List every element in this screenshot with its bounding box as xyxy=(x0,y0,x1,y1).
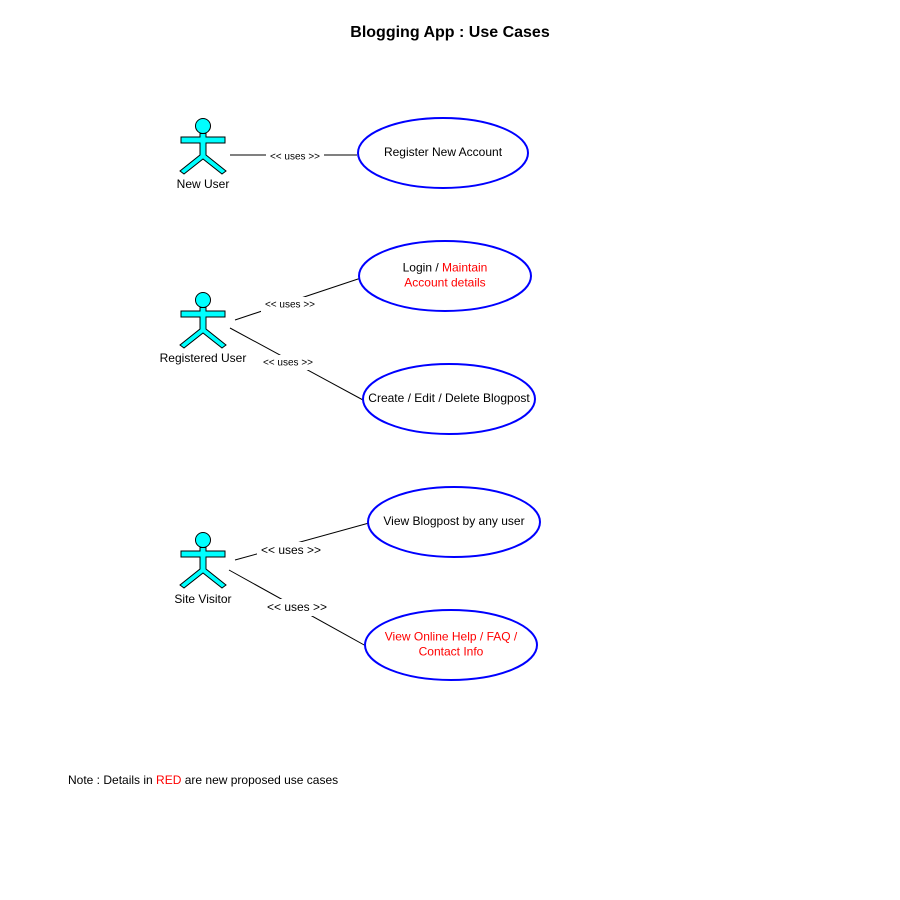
use-case-ellipse xyxy=(362,363,536,435)
actor-label: New User xyxy=(177,177,230,191)
note-prefix: Note : Details in xyxy=(68,773,157,787)
note-suffix: are new proposed use cases xyxy=(181,773,339,787)
diagram-title: Blogging App : Use Cases xyxy=(350,24,550,41)
use-case-ellipse xyxy=(367,486,541,558)
use-case-label: Create / Edit / Delete Blogpost xyxy=(368,391,530,405)
uses-label-background xyxy=(263,599,331,616)
existing-text: Login / xyxy=(403,261,442,275)
use-case-label: Account details xyxy=(404,276,485,290)
proposed-text: View Online Help / FAQ / xyxy=(385,630,518,644)
proposed-text: Maintain xyxy=(442,261,487,275)
actor-label: Site Visitor xyxy=(174,592,231,606)
actor-icon xyxy=(179,292,227,349)
uses-relation-label: << uses >> xyxy=(263,358,313,369)
use-case-ellipse xyxy=(358,240,532,312)
uses-relation-label: << uses >> xyxy=(267,600,327,614)
existing-text: View Blogpost by any user xyxy=(383,514,524,528)
uses-label-background xyxy=(261,297,319,312)
uses-relation-label: << uses >> xyxy=(265,300,315,311)
proposed-text: Account details xyxy=(404,276,485,290)
use-case-ellipse xyxy=(357,117,529,189)
proposed-text: Contact Info xyxy=(419,645,484,659)
uses-relation-label: << uses >> xyxy=(270,152,320,163)
actor-icon xyxy=(179,532,227,589)
uses-label-background xyxy=(266,149,324,164)
actor-icon xyxy=(179,118,227,175)
use-case-label: Register New Account xyxy=(384,145,503,159)
actor-label: Registered User xyxy=(160,351,247,365)
use-case-label: View Blogpost by any user xyxy=(383,514,524,528)
use-case-label: Login / Maintain xyxy=(403,261,488,275)
uses-relation-label: << uses >> xyxy=(261,543,321,557)
use-case-label: Contact Info xyxy=(419,645,484,659)
existing-text: Register New Account xyxy=(384,145,503,159)
use-case-ellipse xyxy=(364,609,538,681)
use-case-label: View Online Help / FAQ / xyxy=(385,630,518,644)
existing-text: Create / Edit / Delete Blogpost xyxy=(368,391,530,405)
note-highlight: RED xyxy=(156,773,182,787)
uses-label-background xyxy=(257,542,325,559)
uses-label-background xyxy=(259,355,317,370)
legend-note: Note : Details in RED are new proposed u… xyxy=(68,773,338,787)
